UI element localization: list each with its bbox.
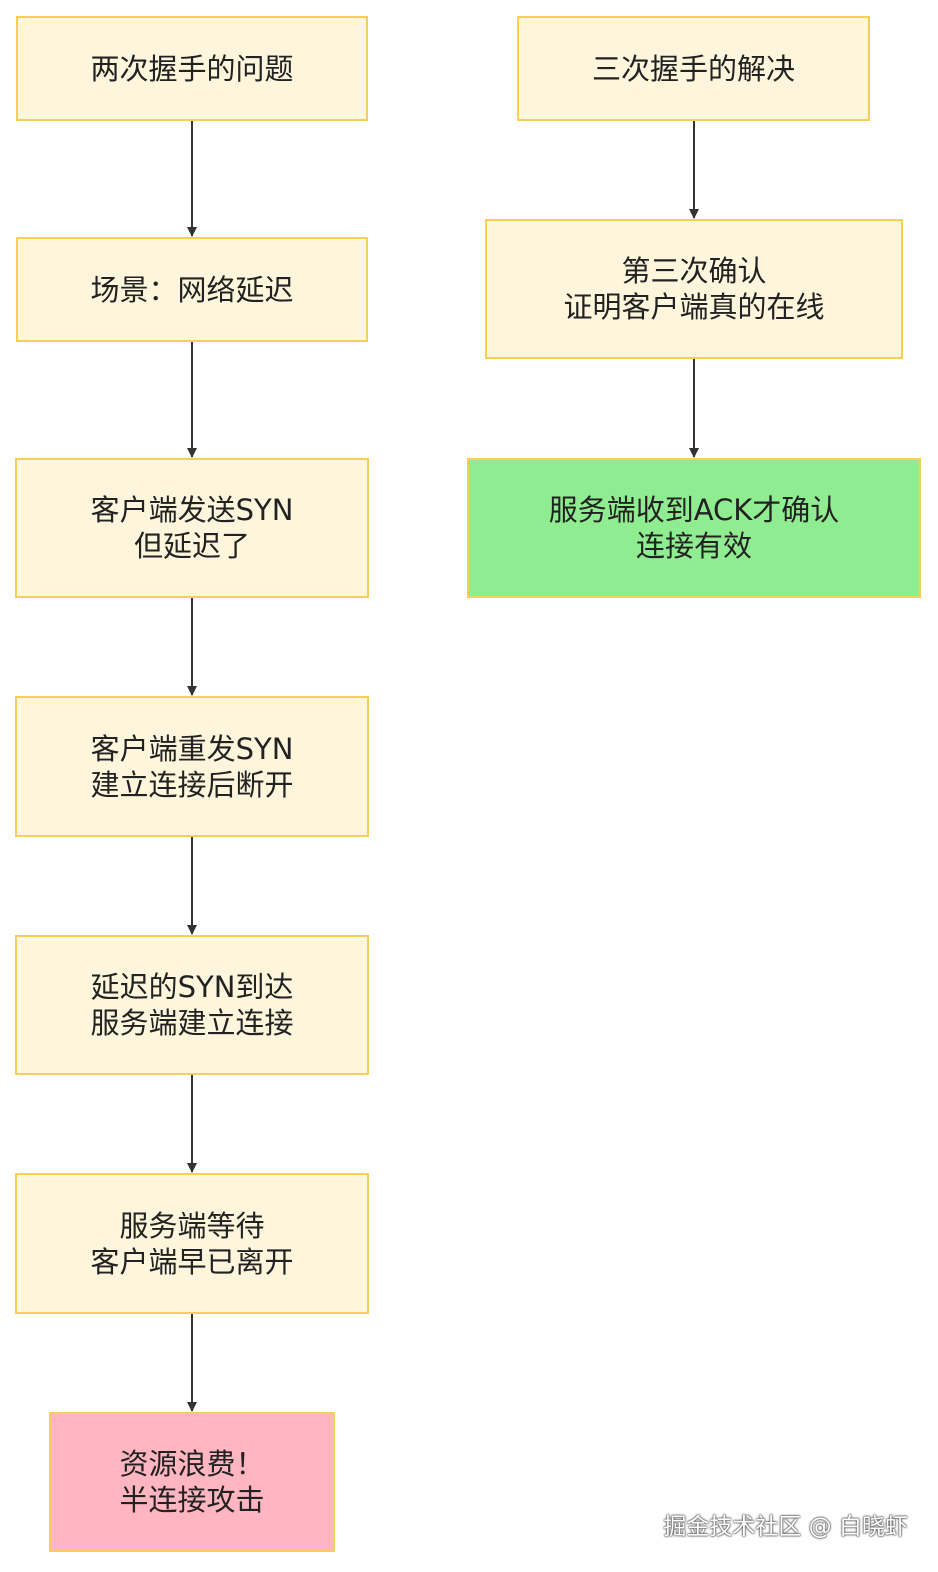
node-server-receives-ack: 服务端收到ACK才确认 连接有效 [467, 458, 921, 598]
node-line: 资源浪费！ [119, 1447, 265, 1481]
watermark: 掘金技术社区 @ 白晓虾 [663, 1514, 908, 1540]
node-line: 三次握手的解决 [591, 51, 795, 86]
node-three-way-handshake-solution: 三次握手的解决 [517, 16, 870, 121]
node-line: 服务端收到ACK才确认 [548, 493, 840, 527]
node-two-way-handshake-problem: 两次握手的问题 [16, 16, 368, 121]
node-line: 服务端建立连接 [90, 1006, 294, 1040]
node-scenario-network-delay: 场景：网络延迟 [16, 237, 368, 342]
node-third-confirmation: 第三次确认 证明客户端真的在线 [485, 219, 903, 359]
node-server-waits: 服务端等待 客户端早已离开 [15, 1173, 369, 1314]
node-line: 半连接攻击 [119, 1483, 265, 1517]
node-delayed-syn-arrives: 延迟的SYN到达 服务端建立连接 [15, 935, 369, 1075]
node-line: 客户端发送SYN [90, 493, 294, 527]
node-client-resends-syn: 客户端重发SYN 建立连接后断开 [15, 696, 369, 837]
node-line: 第三次确认 [621, 254, 767, 288]
node-line: 服务端等待 [119, 1208, 265, 1243]
node-line: 两次握手的问题 [90, 51, 294, 86]
node-line: 客户端早已离开 [90, 1244, 294, 1279]
node-line: 但延迟了 [133, 529, 250, 563]
node-client-sends-syn-delayed: 客户端发送SYN 但延迟了 [15, 458, 369, 598]
node-line: 延迟的SYN到达 [90, 970, 294, 1004]
node-line: 客户端重发SYN [90, 731, 294, 766]
node-line: 建立连接后断开 [90, 767, 294, 802]
node-line: 场景：网络延迟 [90, 272, 294, 307]
node-line: 证明客户端真的在线 [563, 290, 825, 324]
node-line: 连接有效 [635, 529, 752, 563]
node-resource-waste: 资源浪费！ 半连接攻击 [49, 1412, 335, 1552]
